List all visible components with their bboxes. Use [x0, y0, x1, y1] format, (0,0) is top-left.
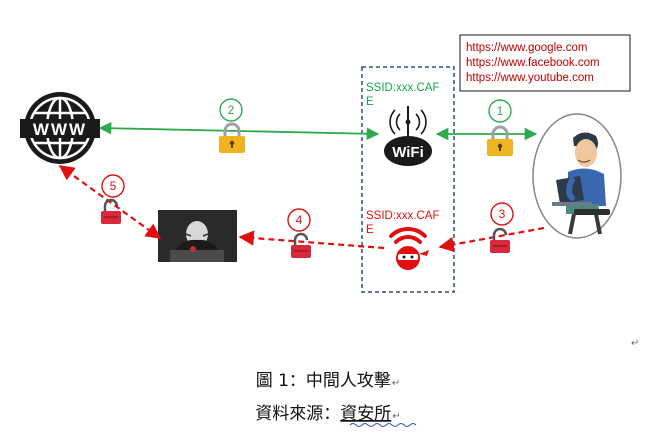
wifi-label: WiFi: [392, 144, 424, 161]
lock-icon: [487, 125, 513, 156]
rogue-wifi-icon: [389, 226, 429, 270]
step-number: 1: [497, 104, 504, 118]
url-youtube[interactable]: https://www.youtube.com: [466, 72, 594, 84]
user-with-laptop-icon: [532, 113, 622, 239]
broken-lock-icon: [101, 198, 121, 224]
source-prefix: 資料來源：: [255, 404, 340, 424]
access-point-box: [361, 66, 455, 293]
wifi-router-icon: WiFi: [384, 106, 432, 166]
step-badge-2: 2: [219, 98, 243, 122]
url-google[interactable]: https://www.google.com: [466, 42, 587, 54]
url-box: [459, 34, 631, 92]
link-rogue-hacker: [238, 230, 385, 250]
paragraph-mark: ↵: [631, 338, 639, 349]
paragraph-mark: ↵: [392, 378, 400, 389]
figure-title: 圖 1：中間人攻擊↵: [256, 371, 401, 391]
figure-source: 資料來源：資安所↵: [255, 404, 400, 424]
source-name: 資安所: [340, 404, 391, 424]
spellcheck-underline: [349, 423, 417, 427]
step-badge-5: 5: [101, 174, 125, 198]
step-number: 4: [296, 213, 303, 227]
step-badge-1: 1: [488, 99, 512, 123]
step-number: 3: [499, 207, 506, 221]
legit-ssid-line1: SSID:xxx.CAF: [366, 82, 439, 94]
legit-ssid-line2: E: [366, 96, 374, 108]
paragraph-mark: ↵: [392, 411, 400, 422]
step-badge-4: 4: [287, 208, 311, 232]
hacker-image: [158, 210, 237, 262]
figure-title-text: 圖 1：中間人攻擊: [256, 371, 391, 391]
lock-icon: [219, 122, 245, 153]
rogue-ssid-line2: E: [366, 224, 374, 236]
step-number: 5: [110, 179, 117, 193]
broken-lock-icon: [291, 232, 311, 258]
url-facebook[interactable]: https://www.facebook.com: [466, 57, 600, 69]
link-user-rogue: [438, 226, 545, 253]
step-badge-3: 3: [490, 202, 514, 226]
step-number: 2: [228, 103, 235, 117]
link-hacker-internet: [58, 165, 162, 239]
www-globe-icon: WWW: [20, 92, 100, 164]
rogue-ssid-line1: SSID:xxx.CAF: [366, 210, 439, 222]
www-label: WWW: [33, 120, 87, 139]
broken-lock-icon: [490, 227, 510, 253]
